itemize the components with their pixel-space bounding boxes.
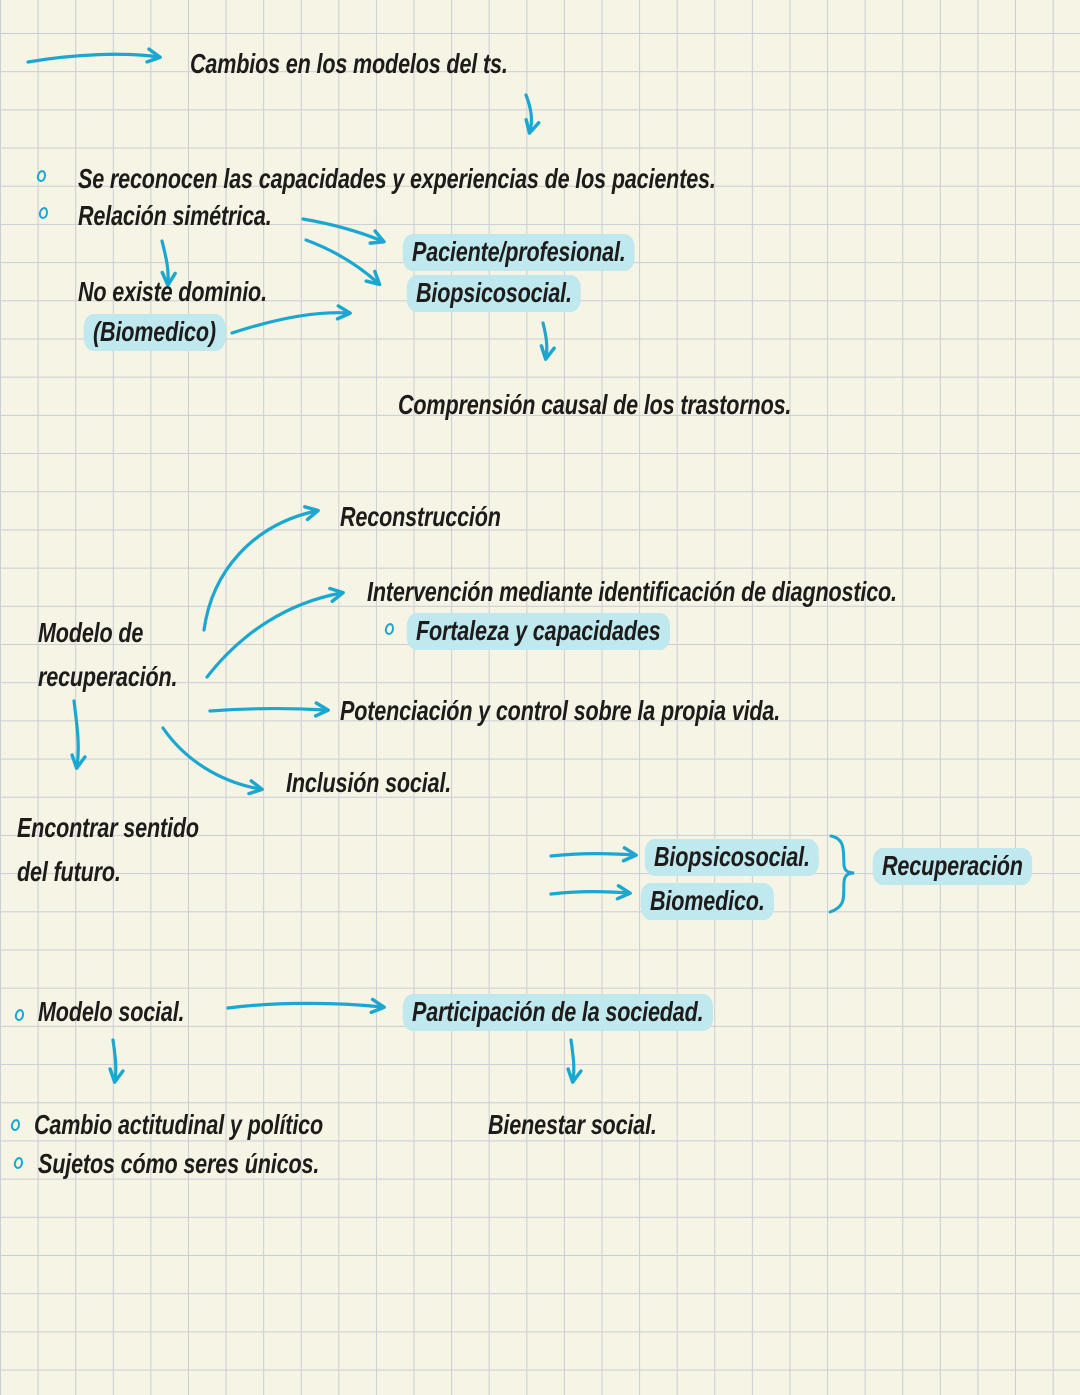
node-wellbeing: Bienestar social. <box>488 1109 657 1140</box>
arrow-biomedico-to-biopsychosocial-icon <box>230 304 352 335</box>
arrow-participation-to-wellbeing-icon <box>566 1038 583 1084</box>
arrow-symmetric-to-biopsychosocial-icon <box>304 238 382 287</box>
bullet-icon <box>383 622 396 636</box>
node-biomedico-old: (Biomedico) <box>83 314 226 351</box>
arrow-to-biomedico2-icon <box>549 884 632 901</box>
node-intervention: Intervención mediante identificación de … <box>367 576 897 607</box>
node-empowerment: Potenciación y control sobre la propia v… <box>340 695 781 726</box>
node-biopsychosocial: Biopsicosocial. <box>406 275 582 312</box>
node-patient-professional: Paciente/profesional. <box>402 234 635 271</box>
node-biomedico-2: Biomedico. <box>640 883 774 920</box>
node-symmetric: Relación simétrica. <box>78 200 272 231</box>
bullet-icon <box>12 1156 25 1170</box>
node-recovery-model: Modelo de recuperación. <box>38 617 178 692</box>
node-attitudinal: Cambio actitudinal y político <box>34 1109 324 1140</box>
arrow-recovery-to-meaning-icon <box>70 699 87 770</box>
node-unique-subjects: Sujetos cómo seres únicos. <box>38 1148 320 1179</box>
arrow-symmetric-to-patient-icon <box>301 217 386 245</box>
bullet-icon <box>9 1118 22 1132</box>
node-meaning-future: Encontrar sentido del futuro. <box>17 812 199 887</box>
arrow-title-down-icon <box>524 93 541 135</box>
arrow-biopsychosocial-to-causal-icon <box>539 321 556 361</box>
node-social-model: Modelo social. <box>38 996 185 1027</box>
node-causal: Comprensión causal de los trastornos. <box>398 389 792 420</box>
bullet-icon <box>13 1008 26 1022</box>
node-no-dominion: No existe dominio. <box>78 276 267 307</box>
arrow-intro-to-title-icon <box>26 47 162 64</box>
arrow-recovery-to-inclusion-icon <box>161 726 264 796</box>
node-participation: Participación de la sociedad. <box>402 994 713 1031</box>
node-reconstruction: Reconstrucción <box>340 501 501 532</box>
node-social-inclusion: Inclusión social. <box>286 767 452 798</box>
arrow-recovery-to-empowerment-icon <box>208 701 330 718</box>
arrow-socialmodel-to-participation-icon <box>226 997 386 1015</box>
node-biopsychosocial-2: Biopsicosocial. <box>644 839 820 876</box>
arrow-recovery-to-intervention-icon <box>205 586 345 679</box>
bullet-icon <box>35 169 48 183</box>
node-recovery-label: Recuperación <box>872 848 1032 885</box>
bullet-icon <box>37 206 50 220</box>
arrow-to-biopsychosocial2-icon <box>549 846 638 863</box>
brace-recovery-icon <box>828 834 855 914</box>
arrow-socialmodel-down-icon <box>108 1038 125 1084</box>
node-strengths: Fortaleza y capacidades <box>406 613 670 650</box>
arrow-recovery-to-reconstruction-icon <box>202 505 320 632</box>
node-recognized: Se reconocen las capacidades y experienc… <box>78 163 716 194</box>
note-title: Cambios en los modelos del ts. <box>190 48 508 79</box>
